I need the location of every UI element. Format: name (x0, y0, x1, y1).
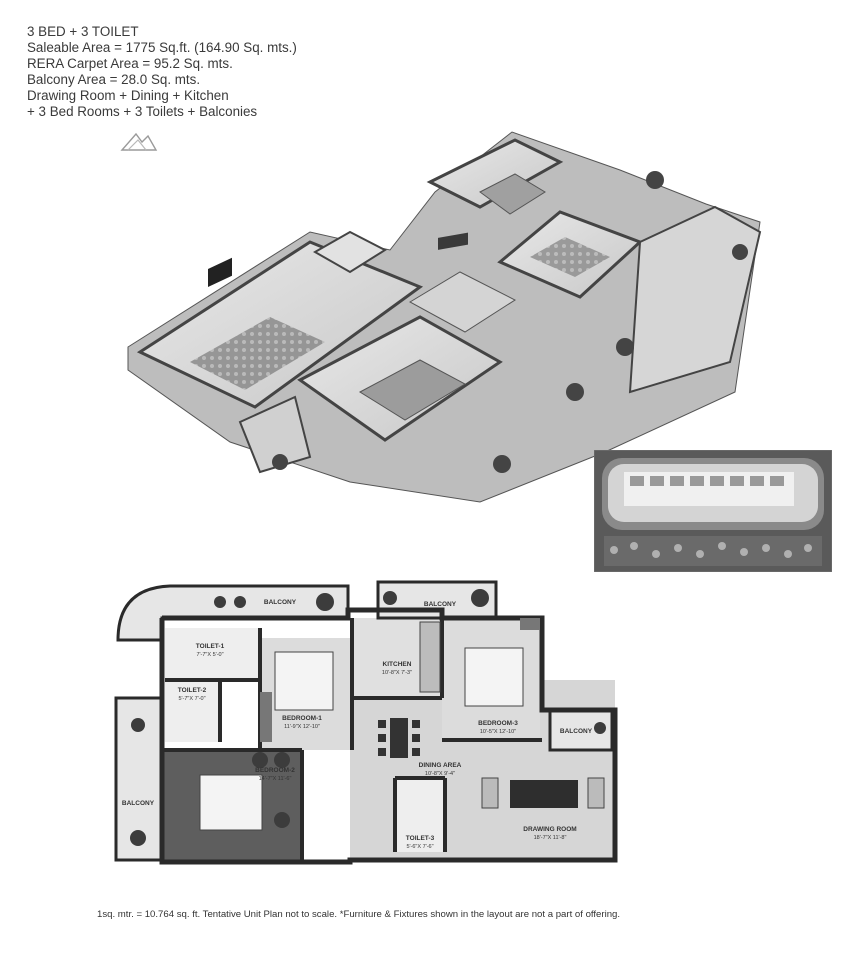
dining-chairs (378, 720, 420, 756)
planters (130, 589, 606, 846)
toilet1-label: TOILET-1 (196, 643, 225, 650)
rug-right-3d (530, 237, 610, 277)
drawing-room-size: 18'-7"X 11'-8" (534, 835, 567, 841)
rooms-line-1: Drawing Room + Dining + Kitchen (27, 88, 229, 103)
bed-2 (199, 774, 263, 831)
toilet2-floor (165, 680, 220, 742)
dining-3d (408, 271, 517, 333)
plant-3d (732, 244, 748, 260)
balcony-right-3d (628, 205, 762, 394)
dining-label: DINING AREA (419, 762, 462, 769)
site-plan-thumbnail (594, 450, 832, 572)
bedroom3-size: 10'-5"X 12'-10" (480, 729, 516, 735)
plant-3d (646, 171, 664, 189)
bedroom2-size: 14'-7"X 11'-6" (259, 776, 292, 782)
bed-1 (274, 651, 334, 711)
bedroom3-label: BEDROOM-3 (478, 720, 518, 727)
interior-walls (162, 618, 542, 862)
toilet3-size: 5'-6"X 7'-6" (406, 844, 433, 850)
footnote: 1sq. mtr. = 10.764 sq. ft. Tentative Uni… (97, 909, 621, 920)
unit-title: 3 BED + 3 TOILET (27, 24, 139, 39)
bed-front-3d (359, 359, 467, 421)
toilet3-floor (395, 778, 445, 852)
bedroom-back-3d (426, 138, 564, 209)
bed-3 (464, 647, 524, 707)
kitchen-counter (419, 621, 441, 693)
balcony-area: Balcony Area = 28.0 Sq. mts. (27, 72, 201, 87)
plant-3d (566, 383, 584, 401)
plant-3d (493, 455, 511, 473)
carpet-area: RERA Carpet Area = 95.2 Sq. mts. (27, 56, 233, 71)
sofa-right (587, 777, 605, 809)
bedroom1-label: BEDROOM-1 (282, 715, 322, 722)
tv-3d (208, 257, 232, 287)
bed-back-3d (479, 173, 546, 215)
bedroom2-label: BEDROOM-2 (255, 767, 295, 774)
wardrobe-3 (520, 618, 540, 630)
saleable-area: Saleable Area = 1775 Sq.ft. (164.90 Sq. … (27, 40, 297, 55)
toilet-3d (312, 230, 388, 274)
unit-specs: 3 BED + 3 TOILET Saleable Area = 1775 Sq… (27, 24, 297, 120)
balcony-top-left-label: BALCONY (264, 599, 297, 606)
dining-table-3d (438, 232, 468, 250)
outer-walls (159, 607, 618, 865)
north-arrow-icon (120, 132, 158, 151)
dining-size: 10'-8"X 9'-4" (425, 771, 455, 777)
rooms-line-2: + 3 Bed Rooms + 3 Toilets + Balconies (27, 104, 258, 119)
balcony-left-label: BALCONY (122, 800, 155, 807)
drawing-room-label: DRAWING ROOM (523, 826, 576, 833)
floor-plan-2d: BALCONY BALCONY BALCONY BALCONY TOILET-1… (114, 580, 618, 865)
dining-table (390, 718, 408, 758)
sofa-left (481, 777, 499, 809)
wardrobe-1 (260, 692, 272, 742)
bedroom1-size: 11'-9"X 12'-10" (284, 724, 320, 730)
kitchen-label: KITCHEN (383, 661, 412, 668)
balcony-front-3d (238, 395, 312, 474)
toilet2-label: TOILET-2 (178, 687, 207, 694)
toilet1-size: 7'-7"X 5'-0" (196, 652, 223, 658)
balcony-right-label: BALCONY (560, 728, 593, 735)
isometric-3d-view (127, 131, 762, 503)
balcony-top-mid-label: BALCONY (424, 601, 457, 608)
rug-living-3d (190, 317, 325, 390)
sofa-drawing (510, 780, 578, 808)
plant-3d (272, 454, 288, 470)
plant-3d (616, 338, 634, 356)
kitchen-size: 10'-8"X 7'-3" (382, 670, 412, 676)
toilet3-label: TOILET-3 (406, 835, 435, 842)
toilet2-size: 5'-7"X 7'-0" (178, 696, 205, 702)
toilet1-floor (165, 628, 260, 680)
